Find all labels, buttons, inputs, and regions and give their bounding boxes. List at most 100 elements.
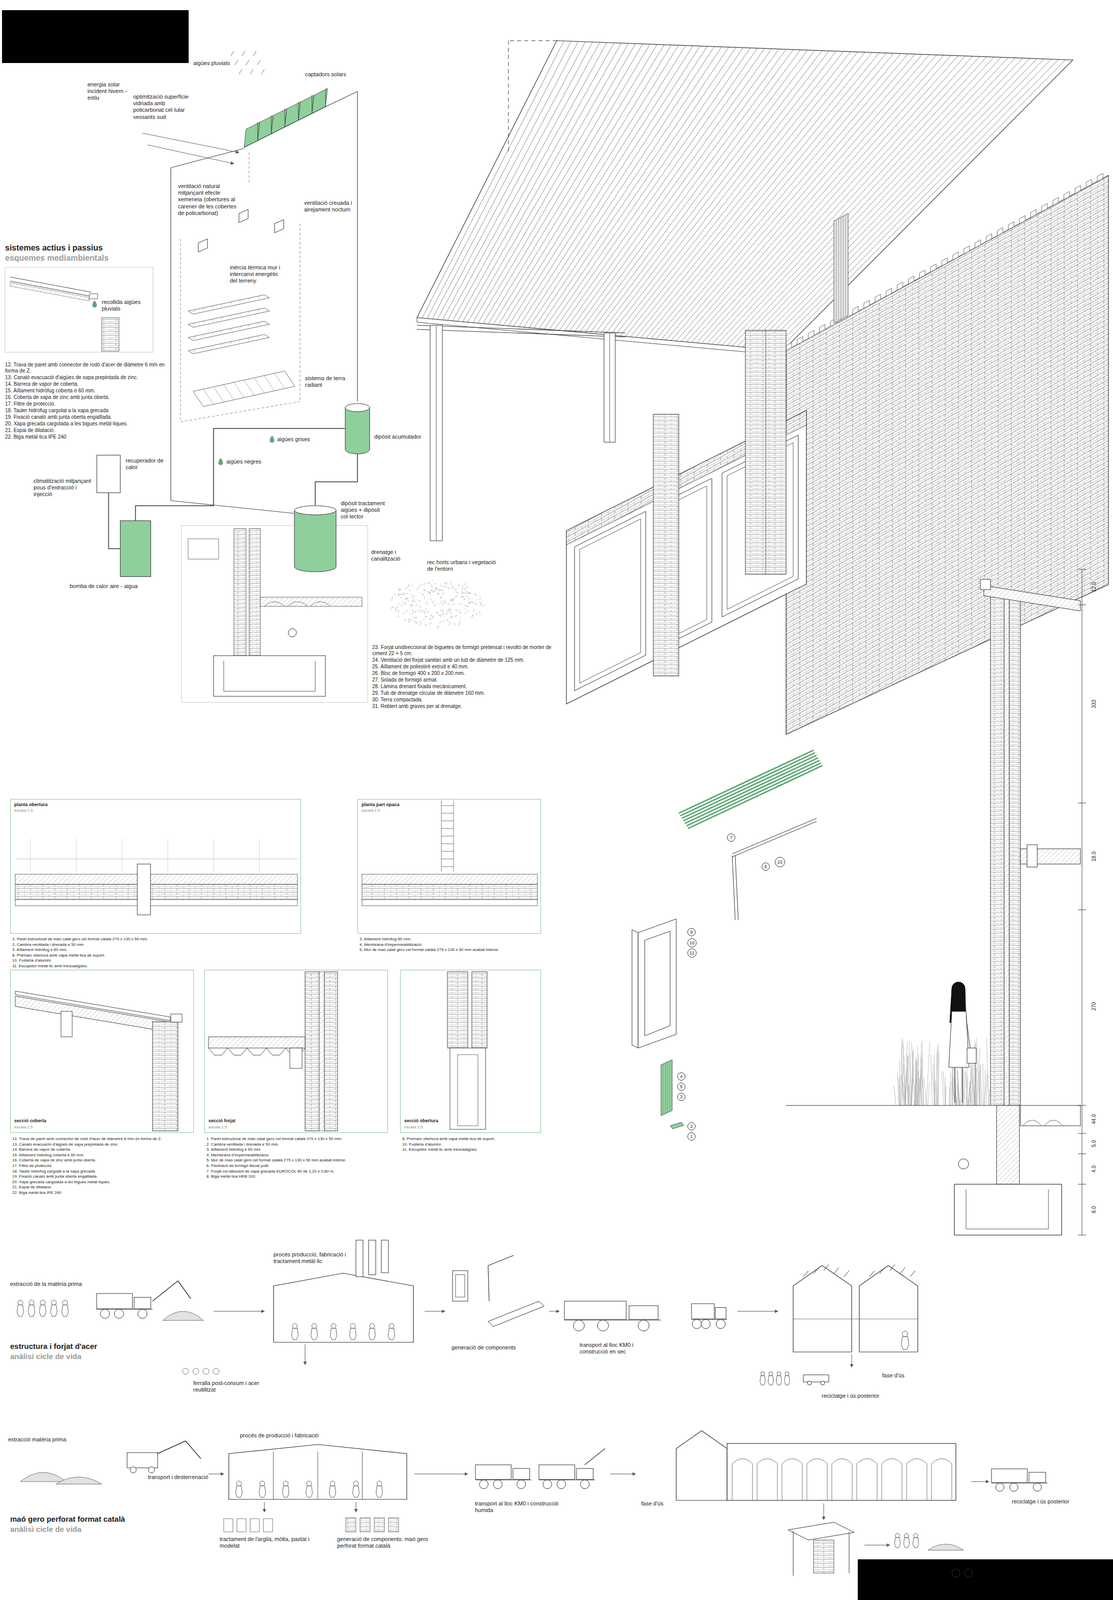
wall-coping-brick bbox=[997, 227, 1003, 236]
person-head bbox=[62, 1300, 68, 1306]
section-subtitle: anàlisi cicle de vida bbox=[10, 1352, 163, 1362]
excavator-body bbox=[127, 1453, 158, 1469]
storage-tank: dipòsit acumulador bbox=[344, 403, 371, 455]
shed-bay bbox=[273, 1452, 274, 1500]
tank-shape bbox=[344, 403, 371, 455]
vegetation-stroke bbox=[393, 593, 396, 596]
vegetation-stroke bbox=[411, 605, 413, 607]
dashed-volume bbox=[180, 238, 182, 423]
vegetation-stroke bbox=[456, 591, 459, 594]
vegetation-stroke bbox=[461, 603, 463, 605]
vegetation-stroke bbox=[437, 593, 440, 595]
corrugation bbox=[477, 43, 643, 324]
component-label: dipòsit acumulador bbox=[374, 433, 423, 441]
corrugation bbox=[610, 50, 830, 336]
rebar bbox=[966, 1189, 1049, 1230]
vegetation-stroke bbox=[479, 595, 481, 597]
vegetation-stroke bbox=[424, 589, 427, 592]
vegetation-stroke bbox=[459, 617, 461, 618]
vegetation-stroke bbox=[479, 603, 482, 606]
detail-frame bbox=[5, 267, 154, 353]
brick-piece bbox=[263, 1519, 273, 1533]
steel-frame bbox=[735, 855, 739, 921]
grass-stroke bbox=[986, 1037, 989, 1106]
green-sheet bbox=[684, 760, 820, 824]
person-body bbox=[329, 1486, 337, 1498]
vegetation-stroke bbox=[430, 584, 432, 586]
vegetation-stroke bbox=[476, 599, 478, 601]
panel-note: 8. Premarc obertura amb xapa metàl·lica … bbox=[12, 953, 297, 959]
solar-ray bbox=[147, 144, 234, 164]
flow-arrow bbox=[264, 1502, 265, 1513]
vegetation-stroke bbox=[434, 588, 437, 590]
person-head bbox=[292, 1324, 298, 1330]
vegetation-stroke bbox=[431, 589, 432, 591]
dashed-guide bbox=[508, 40, 509, 153]
callout-number: 10 bbox=[687, 938, 697, 948]
slat-line bbox=[193, 323, 196, 326]
grass-stroke bbox=[930, 1055, 932, 1106]
corrugation bbox=[620, 51, 844, 337]
vegetation-stroke bbox=[397, 610, 399, 612]
truck-wheel bbox=[543, 1480, 552, 1490]
vegetation-stroke bbox=[478, 598, 481, 601]
rain-stroke bbox=[234, 59, 238, 66]
panel-note: 2. Cambra ventilada i drenada e 50 mm. bbox=[206, 1142, 387, 1148]
grass-stroke bbox=[950, 1081, 951, 1106]
dimension-tick bbox=[1077, 910, 1087, 911]
vegetation-stroke bbox=[462, 596, 465, 598]
wall-section bbox=[447, 972, 468, 1049]
hall-bay bbox=[831, 1459, 853, 1501]
truck-body bbox=[991, 1469, 1028, 1484]
slot-line bbox=[845, 215, 847, 318]
legend-note: 12. Trava de paret amb connector de rodó… bbox=[5, 362, 168, 375]
dimension-text: 18.0 bbox=[1091, 851, 1098, 862]
vegetation-stroke bbox=[440, 585, 443, 587]
vegetation-stroke bbox=[463, 598, 466, 601]
layer-insulation bbox=[362, 874, 538, 885]
window-frame bbox=[449, 1048, 486, 1130]
vegetation-stroke bbox=[431, 601, 434, 604]
wall-coping-brick bbox=[1053, 197, 1059, 206]
hall-bay bbox=[757, 1459, 778, 1501]
hall-bay bbox=[931, 1459, 952, 1501]
grass-stroke bbox=[985, 1075, 988, 1106]
vegetation-stroke bbox=[430, 614, 432, 617]
corrugation bbox=[447, 42, 600, 321]
grass-stroke bbox=[973, 1068, 977, 1106]
vegetation-stroke bbox=[464, 583, 467, 585]
steel-web bbox=[609, 333, 611, 443]
person-coat bbox=[948, 1011, 970, 1068]
vegetation-stroke bbox=[434, 583, 437, 585]
vegetation-stroke bbox=[424, 613, 426, 615]
grass-stroke bbox=[893, 1086, 896, 1106]
footing bbox=[213, 655, 326, 697]
foundation bbox=[954, 1184, 1062, 1236]
vegetation-stroke bbox=[402, 602, 404, 604]
layer-line bbox=[15, 859, 298, 860]
hall-bay bbox=[806, 1459, 828, 1501]
person-head bbox=[904, 1533, 909, 1539]
person-body bbox=[768, 1376, 774, 1386]
panel-note: 8. Premarc obertura amb xapa metàl·lica … bbox=[402, 1136, 540, 1142]
ladder-rung bbox=[441, 828, 454, 830]
roof-collector bbox=[823, 1265, 829, 1272]
truck-wheel bbox=[556, 1480, 566, 1490]
brick-wall bbox=[786, 175, 1109, 735]
grass-stroke bbox=[936, 1046, 939, 1106]
vegetation-stroke bbox=[411, 610, 414, 611]
dimension-text: 4.0 bbox=[1091, 1165, 1098, 1173]
component-frame bbox=[452, 1271, 468, 1302]
dashed-volume bbox=[299, 223, 301, 402]
layer-cavity bbox=[362, 899, 538, 907]
panel-note: 10. Fusteria d'alumini. bbox=[12, 958, 297, 964]
dimension-tick bbox=[1077, 1105, 1087, 1107]
slat-line bbox=[248, 298, 251, 301]
dimension-text: 270 bbox=[1091, 1002, 1098, 1012]
person-body bbox=[39, 1305, 47, 1317]
brick-pier bbox=[653, 414, 679, 677]
vegetation-stroke bbox=[411, 601, 412, 603]
person-body bbox=[282, 1486, 290, 1498]
person-bag bbox=[967, 1048, 977, 1064]
vegetation-stroke bbox=[393, 606, 394, 608]
